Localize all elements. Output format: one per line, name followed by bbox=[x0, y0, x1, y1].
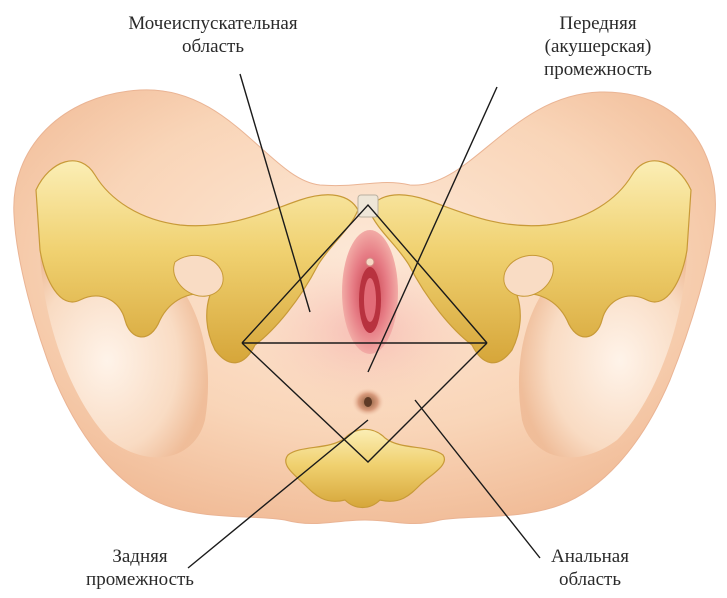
label-posterior-line1: Задняя bbox=[40, 545, 240, 568]
label-posterior-line2: промежность bbox=[40, 568, 240, 591]
label-anterior-line2: (акушерская) bbox=[508, 35, 688, 58]
label-anal-line2: область bbox=[505, 568, 675, 591]
label-urethral-line1: Мочеиспускательная bbox=[88, 12, 338, 35]
label-anal-line1: Анальная bbox=[505, 545, 675, 568]
label-posterior-perineum: Задняя промежность bbox=[40, 545, 240, 591]
label-anterior-line3: промежность bbox=[508, 58, 688, 81]
label-urethral-region: Мочеиспускательная область bbox=[88, 12, 338, 58]
label-anterior-line1: Передняя bbox=[508, 12, 688, 35]
label-anal-region: Анальная область bbox=[505, 545, 675, 591]
label-urethral-line2: область bbox=[88, 35, 338, 58]
label-anterior-perineum: Передняя (акушерская) промежность bbox=[508, 12, 688, 81]
